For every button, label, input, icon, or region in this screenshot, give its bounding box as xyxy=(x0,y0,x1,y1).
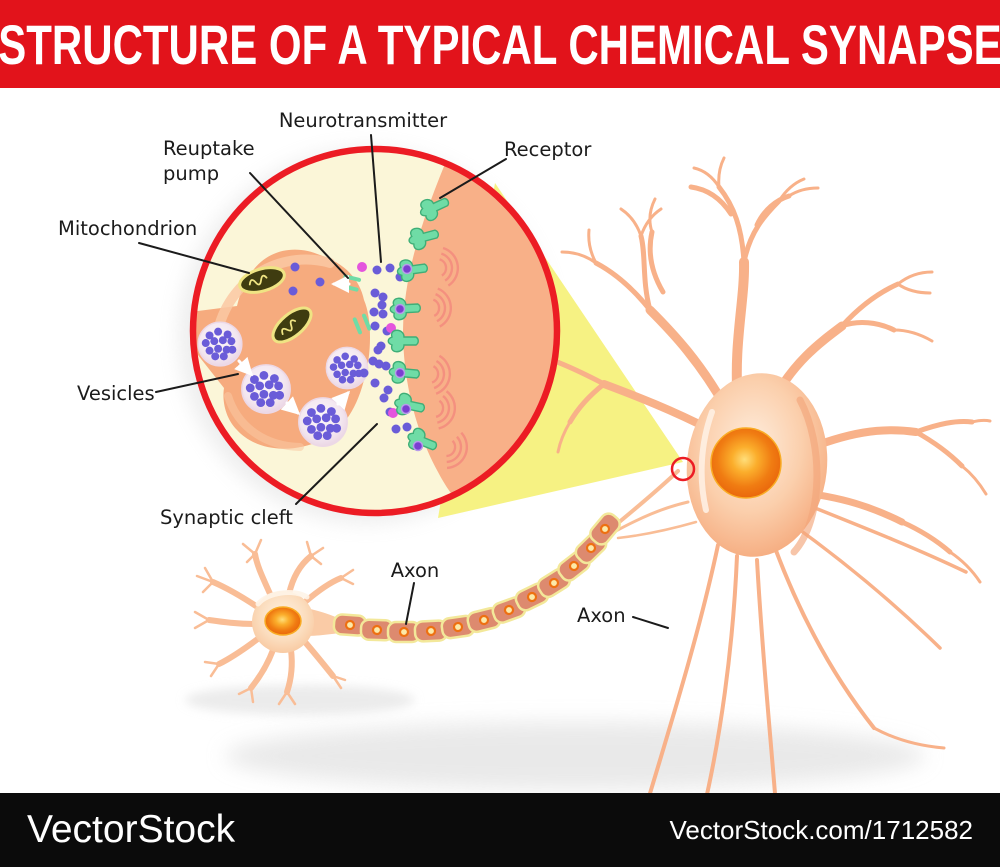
magnifier-ring xyxy=(189,145,561,517)
small-nucleus xyxy=(264,606,302,636)
postsynaptic-neuron xyxy=(516,156,992,853)
label-neurotransmitter: Neurotransmitter xyxy=(279,109,448,132)
label-reuptake-pump-line1: Reuptake xyxy=(163,137,255,160)
vectorstock-logo: VectorStock xyxy=(27,808,236,851)
page-title: STRUCTURE OF A TYPICAL CHEMICAL SYNAPSE xyxy=(0,12,1000,76)
vesicle-3 xyxy=(298,397,348,447)
myelinated-axon xyxy=(332,469,698,644)
reuptake-pump-channels xyxy=(331,274,372,335)
label-receptor: Receptor xyxy=(504,138,592,161)
dendrite-branches xyxy=(549,184,975,555)
vesicle-1 xyxy=(197,321,243,367)
label-mitochondrion: Mitochondrion xyxy=(58,217,197,240)
header-banner: STRUCTURE OF A TYPICAL CHEMICAL SYNAPSE xyxy=(0,0,1000,88)
neurotransmitter-molecules xyxy=(288,262,412,434)
presynaptic-neuron xyxy=(193,469,698,706)
small-dendrite-twigs xyxy=(193,538,355,706)
labels: Neurotransmitter Reuptake pump Mitochond… xyxy=(58,109,626,627)
receptors xyxy=(387,190,454,458)
label-reuptake-pump-line2: pump xyxy=(163,162,219,185)
label-vesicles: Vesicles xyxy=(77,382,155,405)
pointer-lines xyxy=(138,134,669,629)
image-credit-url: VectorStock.com/1712582 xyxy=(669,814,973,845)
small-dendrites xyxy=(206,551,344,695)
vesicle-flow-arrows xyxy=(234,356,351,416)
footer-bar: VectorStock VectorStock.com/1712582 xyxy=(0,793,1000,867)
label-synaptic-cleft: Synaptic cleft xyxy=(160,506,293,529)
nucleus xyxy=(710,427,782,499)
label-axon-main: Axon xyxy=(577,604,626,627)
vesicle-4 xyxy=(325,346,369,390)
label-axon-myelinated: Axon xyxy=(391,559,440,582)
synapse-point-marker xyxy=(670,456,696,482)
